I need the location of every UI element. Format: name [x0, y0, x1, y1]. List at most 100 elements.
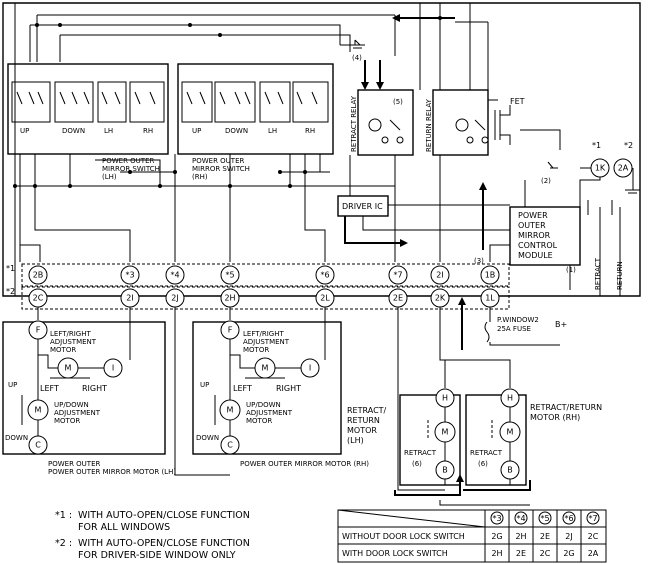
label-n5: (5): [393, 98, 403, 106]
conn-label: 2K: [435, 294, 446, 303]
wire: [569, 207, 621, 296]
door-lock-table: [337, 509, 607, 563]
table-header: *6: [564, 514, 573, 523]
label-module-2: OUTER: [518, 221, 546, 230]
connector-2a: [613, 158, 633, 178]
label-ud-2: ADJUSTMENT: [54, 409, 101, 417]
note1-line2: FOR ALL WINDOWS: [78, 522, 170, 533]
table-row-label: WITH DOOR LOCK SWITCH: [342, 549, 448, 558]
label-retract-motor-lh-1: RETRACT/: [347, 406, 387, 415]
label-bplus: B+: [555, 320, 567, 329]
switch-box-rh: [177, 63, 334, 155]
label-lr-2: ADJUSTMENT: [50, 338, 97, 346]
label-switch-rh-1: POWER OUTER: [192, 157, 244, 165]
wire: [60, 34, 351, 52]
wire: [489, 244, 510, 262]
conn-label: 1L: [485, 294, 495, 303]
label-sw-rh-rh: RH: [305, 127, 315, 135]
relay-coils: [368, 118, 489, 144]
conn-label: 2J: [171, 294, 178, 303]
label-motor-lh: POWER OUTER MIRROR MOTOR (LH): [48, 468, 176, 476]
table-header: *7: [588, 514, 597, 523]
note1-line1: WITH AUTO-OPEN/CLOSE FUNCTION: [78, 510, 250, 521]
label-m: M: [65, 364, 72, 373]
motor-box-lh: [2, 321, 166, 455]
label-module-3: MIRROR: [518, 231, 551, 240]
wire: [95, 159, 161, 186]
conn-label: F: [36, 326, 41, 335]
switch-contacts: [16, 91, 318, 105]
switch-rh-lh: [129, 81, 165, 123]
wire: [344, 216, 400, 244]
label-left: LEFT: [40, 384, 59, 393]
arrow-icon: [361, 82, 369, 90]
label-2a: 2A: [618, 164, 629, 173]
table-cell: 2E: [540, 532, 550, 541]
label-switch-lh-3: (LH): [102, 173, 117, 181]
wire: [520, 129, 561, 150]
conn-label: *7: [393, 271, 402, 280]
label-sw-down-rh: DOWN: [225, 127, 248, 135]
table-header: *3: [492, 514, 501, 523]
label-fuse-1: P.WINDOW2: [497, 316, 539, 324]
switch-down-rh: [214, 81, 256, 123]
conn-label: F: [228, 326, 233, 335]
fuse: [484, 321, 560, 346]
conn-label: 2H: [224, 294, 235, 303]
label-lr-3: MOTOR: [50, 346, 76, 354]
label-n4: (4): [352, 54, 362, 62]
label-sw-lh-lh: LH: [104, 127, 113, 135]
wire: [444, 479, 511, 485]
switch-up-lh: [11, 81, 51, 123]
label-lr-rh-2: ADJUSTMENT: [243, 338, 290, 346]
conn-label: H: [442, 394, 448, 403]
label-n2: (2): [541, 177, 551, 185]
label-motor-rh: POWER OUTER MIRROR MOTOR (RH): [240, 460, 369, 468]
wire: [30, 24, 341, 45]
motor-lh-internals: [21, 320, 123, 455]
retract-motor-box-rh: [465, 394, 527, 486]
label-sw-up-rh: UP: [192, 127, 201, 135]
label-retract-motor-lh-3: MOTOR: [347, 426, 377, 435]
conn-label: 2E: [393, 294, 403, 303]
table-cell: 2H: [491, 549, 502, 558]
switch-box-lh: [7, 63, 169, 155]
label-sw-rh-lh: RH: [143, 127, 153, 135]
label-retract-motor-rh-1: RETRACT/RETURN: [530, 403, 602, 412]
conn-label: B: [442, 466, 448, 475]
motor-box-rh: [192, 321, 342, 455]
switch-lh-rh: [259, 81, 291, 123]
return-relay-box: [432, 89, 489, 156]
connector-1k: [590, 158, 610, 178]
label-switch-lh-1: POWER OUTER: [102, 157, 154, 165]
conn-label: H: [507, 394, 513, 403]
conn-label: 2C: [33, 294, 44, 303]
conn-label: B: [507, 466, 513, 475]
label-switch-lh-2: MIRROR SWITCH: [102, 165, 160, 173]
wire: [340, 40, 356, 46]
label-right-rh: RIGHT: [276, 384, 301, 393]
retract-motor-box-lh: [399, 394, 461, 486]
label-down-rh: DOWN: [196, 434, 219, 442]
junction-dots: [13, 16, 442, 188]
label-retract-motor-lh-4: (LH): [347, 436, 364, 445]
label-mark1-row: *1: [6, 264, 15, 273]
wire: [19, 154, 41, 262]
label-mark1-top: *1: [592, 141, 601, 150]
wire: [463, 480, 531, 491]
conn-label: *4: [170, 271, 179, 280]
fet-symbol: [494, 105, 511, 145]
arrow-icon: [376, 82, 384, 90]
arrow-icon: [392, 14, 400, 22]
label-lr-rh-1: LEFT/RIGHT: [243, 330, 284, 338]
note1-mark: *1 :: [55, 510, 72, 521]
note2-mark: *2 :: [55, 538, 72, 549]
label-m: M: [262, 364, 269, 373]
label-sw-lh-rh: LH: [268, 127, 277, 135]
resistor: [587, 200, 613, 215]
note2-line2: FOR DRIVER-SIDE WINDOW ONLY: [78, 550, 236, 561]
wire: [174, 307, 230, 476]
table-cell: 2J: [565, 532, 572, 541]
label-sw-up-lh: UP: [20, 127, 29, 135]
